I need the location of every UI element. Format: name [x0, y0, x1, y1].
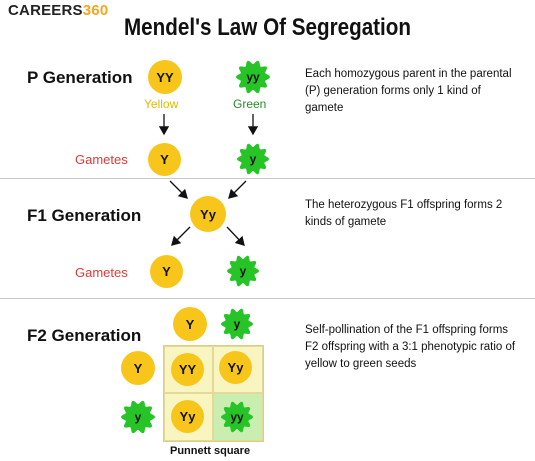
divider-1	[0, 178, 535, 179]
punnett-col-header-dominant: Y	[173, 307, 207, 341]
parent2-genotype: yy	[246, 70, 260, 84]
parent-yy-dominant-seed: YY	[148, 60, 182, 94]
f2-generation-label: F2 Generation	[27, 326, 142, 345]
punnett-cell	[213, 346, 263, 393]
p-gamete2-label: y	[249, 152, 257, 166]
p-generation-description: Each homozygous parent in the parental (…	[305, 68, 512, 114]
col-header-2: y	[233, 317, 241, 331]
green-seed-icon	[227, 255, 259, 287]
punnett-row-header-dominant: Y	[121, 351, 155, 385]
p-generation-label: P Generation	[27, 68, 133, 87]
f1-gamete2-label: y	[239, 264, 247, 278]
brand-name: CAREERS	[8, 2, 83, 19]
f2-offspring-yy-recessive: yy	[219, 399, 255, 435]
p-gamete1-label: Y	[160, 152, 169, 167]
green-seed-icon	[221, 401, 253, 433]
parent1-genotype: YY	[156, 69, 174, 85]
punnett-caption: Punnett square	[170, 445, 251, 457]
green-seed-icon	[236, 60, 270, 94]
arrow-f1-to-gamete2	[226, 226, 245, 246]
f1-offspring-seed: Yy	[190, 196, 226, 232]
f1-gamete-dominant: Y	[150, 255, 183, 288]
f1-gamete1-label: Y	[162, 264, 171, 279]
punnett-row-header-recessive: y	[119, 398, 157, 436]
punnett-cell	[164, 393, 213, 441]
f1-generation-label: F1 Generation	[27, 206, 142, 225]
green-seed-icon	[121, 400, 155, 434]
cell-2-1: Yy	[179, 409, 196, 424]
col-header-1: Y	[185, 316, 195, 332]
f1-offspring-genotype: Yy	[200, 206, 216, 222]
brand-suffix: 360	[82, 2, 109, 19]
page-title: Mendel's Law Of Segregation	[123, 14, 412, 41]
parent1-phenotype: Yellow	[144, 97, 179, 111]
parent2-phenotype: Green	[233, 97, 267, 111]
f1-generation-description: The heterozygous F1 offspring forms 2 ki…	[305, 199, 503, 228]
f2-offspring-heterozygous: Yy	[171, 400, 204, 433]
p-gametes-label: Gametes	[75, 152, 128, 167]
cell-1-2: Yy	[227, 360, 244, 375]
arrow-f1-to-gamete1	[171, 226, 191, 246]
f2-generation-description: Self-pollination of the F1 offspring for…	[305, 324, 516, 370]
f2-offspring-heterozygous: Yy	[219, 351, 252, 384]
divider-2	[0, 298, 535, 299]
green-seed-icon	[237, 143, 269, 175]
brand-logo: CAREERS360	[8, 2, 108, 19]
arrow-gamete2-to-f1	[228, 180, 247, 199]
green-seed-icon	[221, 308, 253, 340]
f1-gamete-recessive: y	[225, 253, 261, 289]
cell-1-1: YY	[178, 362, 197, 377]
parent-yy-recessive-seed: yy	[234, 58, 272, 96]
row-header-2: y	[134, 410, 142, 424]
f2-offspring-yy-dominant: YY	[171, 353, 204, 386]
p-gamete-dominant: Y	[148, 143, 181, 176]
row-header-1: Y	[133, 360, 143, 376]
punnett-col-header-recessive: y	[219, 306, 255, 342]
cell-2-2: yy	[230, 410, 244, 424]
f1-gametes-label: Gametes	[75, 265, 128, 280]
arrow-gamete1-to-f1	[169, 180, 188, 199]
punnett-cell	[164, 346, 213, 393]
p-gamete-recessive: y	[235, 141, 271, 177]
